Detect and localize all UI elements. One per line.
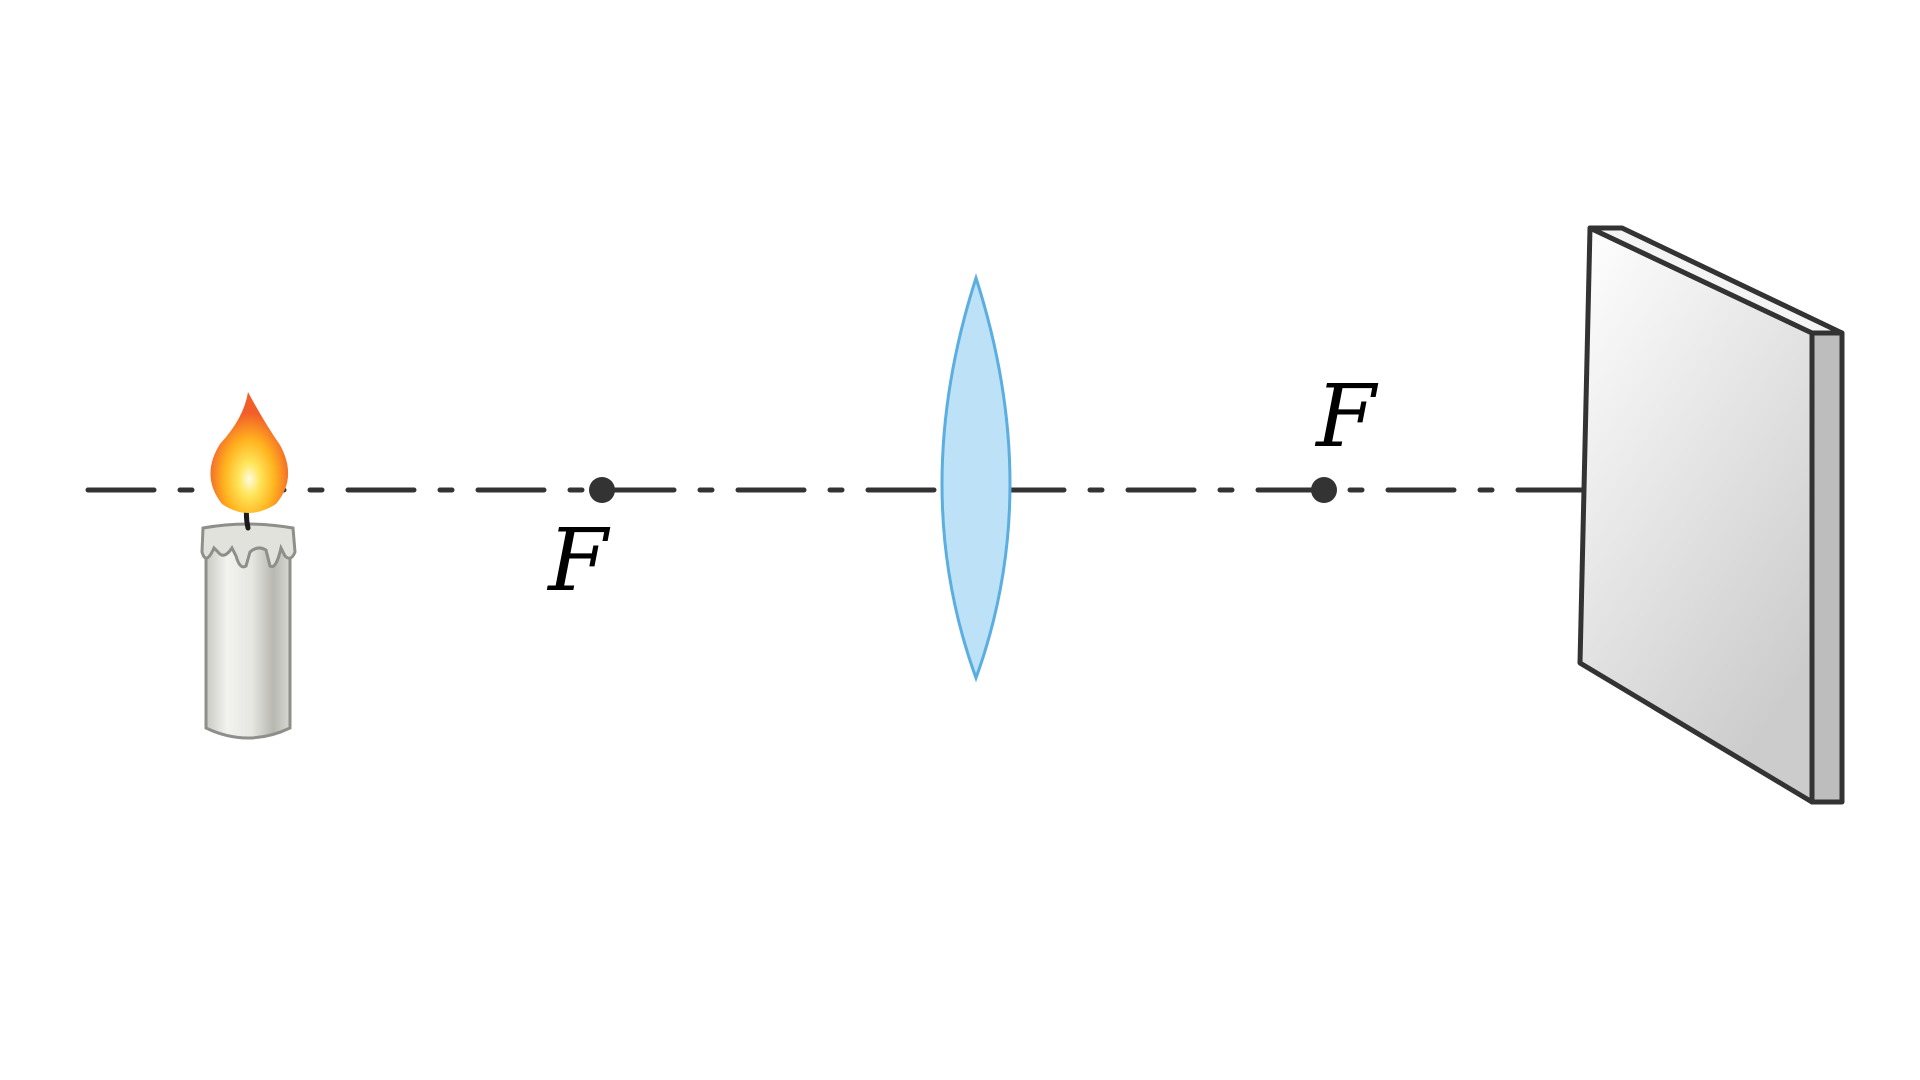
convex-lens-icon	[940, 273, 1012, 683]
focal-point-right	[1311, 477, 1337, 503]
screen-side-edge	[1809, 330, 1845, 805]
candle-body	[204, 543, 292, 740]
candle-drip-top	[200, 522, 297, 569]
focal-label-left: F	[546, 511, 611, 611]
focal-point-left	[589, 477, 615, 503]
focal-label-right: F	[1314, 367, 1379, 467]
screen-icon	[1577, 225, 1845, 805]
candle-flame	[210, 392, 289, 513]
candle-icon	[200, 392, 297, 740]
